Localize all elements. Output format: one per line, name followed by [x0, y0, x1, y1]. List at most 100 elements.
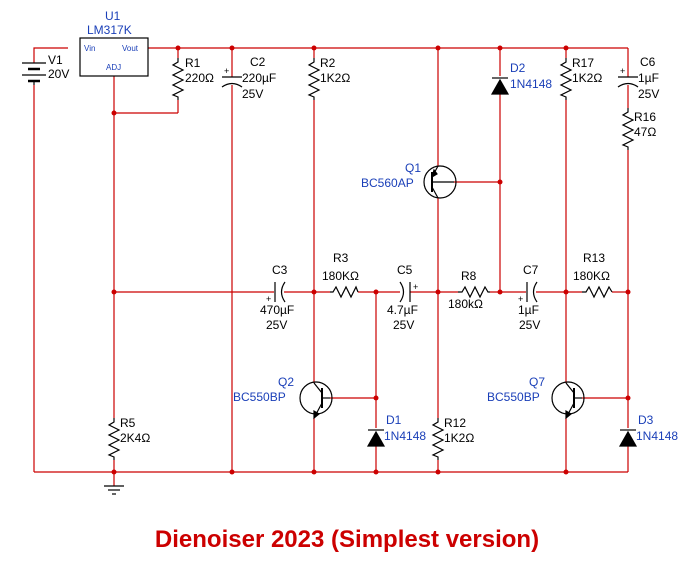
- r3-ref-label: R3: [333, 251, 349, 265]
- junctions: [111, 45, 631, 475]
- q1-part-label: BC560AP: [361, 176, 414, 190]
- r12-ref-label: R12: [444, 416, 466, 430]
- junction-dot: [435, 469, 441, 475]
- transistor-q1[interactable]: [423, 165, 457, 199]
- q1-ref-label: Q1: [405, 161, 421, 175]
- resistor-r16[interactable]: [621, 108, 635, 150]
- c6-voltage-label: 25V: [638, 87, 659, 101]
- transistor-q7[interactable]: [551, 381, 585, 420]
- r5-ref-label: R5: [120, 416, 136, 430]
- capacitor-c5[interactable]: [399, 281, 411, 303]
- d3-ref-label: D3: [638, 413, 654, 427]
- wires: [33, 47, 629, 486]
- c3-value-label: 470µF: [260, 303, 294, 317]
- diode-d1[interactable]: [366, 429, 386, 447]
- junction-dot: [111, 110, 117, 116]
- junction-dot: [563, 469, 569, 475]
- r16-ref-label: R16: [634, 110, 656, 124]
- regulator-ref-label: U1: [105, 9, 121, 23]
- junction-dot: [373, 395, 379, 401]
- c5-ref-label: C5: [397, 263, 413, 277]
- q2-ref-label: Q2: [278, 375, 294, 389]
- diagram-title: Dienoiser 2023 (Simplest version): [154, 526, 540, 553]
- r17-ref-label: R17: [572, 56, 594, 70]
- resistor-r13[interactable]: [582, 285, 613, 299]
- resistor-r8[interactable]: [458, 285, 490, 299]
- q2-part-label: BC550BP: [233, 390, 286, 404]
- resistor-r3[interactable]: [330, 285, 359, 299]
- plus-mark-c2: +: [224, 66, 229, 76]
- r5-value-label: 2K4Ω: [120, 431, 150, 445]
- wire-q2-base: [330, 292, 377, 399]
- r8-ref-label: R8: [461, 269, 477, 283]
- wire-v1-top: [33, 47, 68, 63]
- junction-dot: [497, 289, 503, 295]
- polarity-marks: + + + + +: [224, 66, 625, 304]
- regulator-pin-vout: Vout: [122, 44, 139, 53]
- q7-part-label: BC550BP: [487, 390, 540, 404]
- plus-mark-c6: +: [620, 66, 625, 76]
- c6-ref-label: C6: [640, 55, 656, 69]
- source-ref-label: V1: [48, 53, 63, 67]
- regulator-pin-adj: ADJ: [106, 63, 121, 72]
- junction-dot: [373, 289, 379, 295]
- transistor-q2[interactable]: [299, 381, 333, 420]
- c7-voltage-label: 25V: [519, 318, 540, 332]
- junction-dot: [625, 289, 631, 295]
- capacitor-c7[interactable]: [526, 281, 538, 303]
- r17-value-label: 1K2Ω: [572, 71, 602, 85]
- plus-mark-c5: +: [413, 282, 418, 292]
- junction-dot: [311, 45, 317, 51]
- diode-d2[interactable]: [490, 77, 510, 95]
- r13-value-label: 180KΩ: [573, 269, 610, 283]
- junction-dot: [111, 289, 117, 295]
- c7-value-label: 1µF: [518, 303, 539, 317]
- d2-part-label: 1N4148: [510, 77, 552, 91]
- c5-voltage-label: 25V: [393, 318, 414, 332]
- junction-dot: [497, 45, 503, 51]
- ground-symbol: [104, 485, 124, 495]
- resistor-r2[interactable]: [307, 58, 321, 100]
- plus-mark-c3: +: [266, 294, 271, 304]
- regulator-u1[interactable]: [79, 37, 149, 77]
- source-value-label: 20V: [48, 67, 69, 81]
- capacitor-c3[interactable]: [274, 281, 286, 303]
- c2-voltage-label: 25V: [242, 87, 263, 101]
- junction-dot: [497, 179, 503, 185]
- c2-ref-label: C2: [250, 55, 266, 69]
- resistor-r17[interactable]: [559, 58, 573, 100]
- junction-dot: [563, 45, 569, 51]
- r1-ref-label: R1: [185, 56, 201, 70]
- r2-ref-label: R2: [320, 56, 336, 70]
- d2-ref-label: D2: [510, 61, 526, 75]
- r1-value-label: 220Ω: [185, 71, 214, 85]
- plus-mark-c7: +: [518, 294, 523, 304]
- c5-value-label: 4.7µF: [387, 303, 418, 317]
- resistor-r5[interactable]: [107, 418, 121, 460]
- resistor-r1[interactable]: [171, 58, 185, 100]
- junction-dot: [111, 469, 117, 475]
- d3-part-label: 1N4148: [636, 429, 678, 443]
- regulator-part-label: LM317K: [87, 23, 132, 37]
- junction-dot: [311, 469, 317, 475]
- q7-ref-label: Q7: [529, 375, 545, 389]
- junction-dot: [435, 45, 441, 51]
- regulator-pin-vin: Vin: [84, 44, 95, 53]
- c2-value-label: 220µF: [242, 71, 276, 85]
- c3-ref-label: C3: [272, 263, 288, 277]
- capacitor-c6[interactable]: [617, 76, 639, 88]
- capacitor-c2[interactable]: [221, 76, 243, 88]
- d1-part-label: 1N4148: [384, 429, 426, 443]
- r3-value-label: 180KΩ: [322, 269, 359, 283]
- battery-v1[interactable]: [22, 62, 46, 85]
- junction-dot: [373, 469, 379, 475]
- r13-ref-label: R13: [583, 251, 605, 265]
- junction-dot: [563, 289, 569, 295]
- c7-ref-label: C7: [523, 263, 539, 277]
- diode-d3[interactable]: [618, 429, 638, 447]
- d1-ref-label: D1: [386, 413, 402, 427]
- resistor-r12[interactable]: [431, 418, 445, 460]
- r2-value-label: 1K2Ω: [320, 71, 350, 85]
- junction-dot: [229, 469, 235, 475]
